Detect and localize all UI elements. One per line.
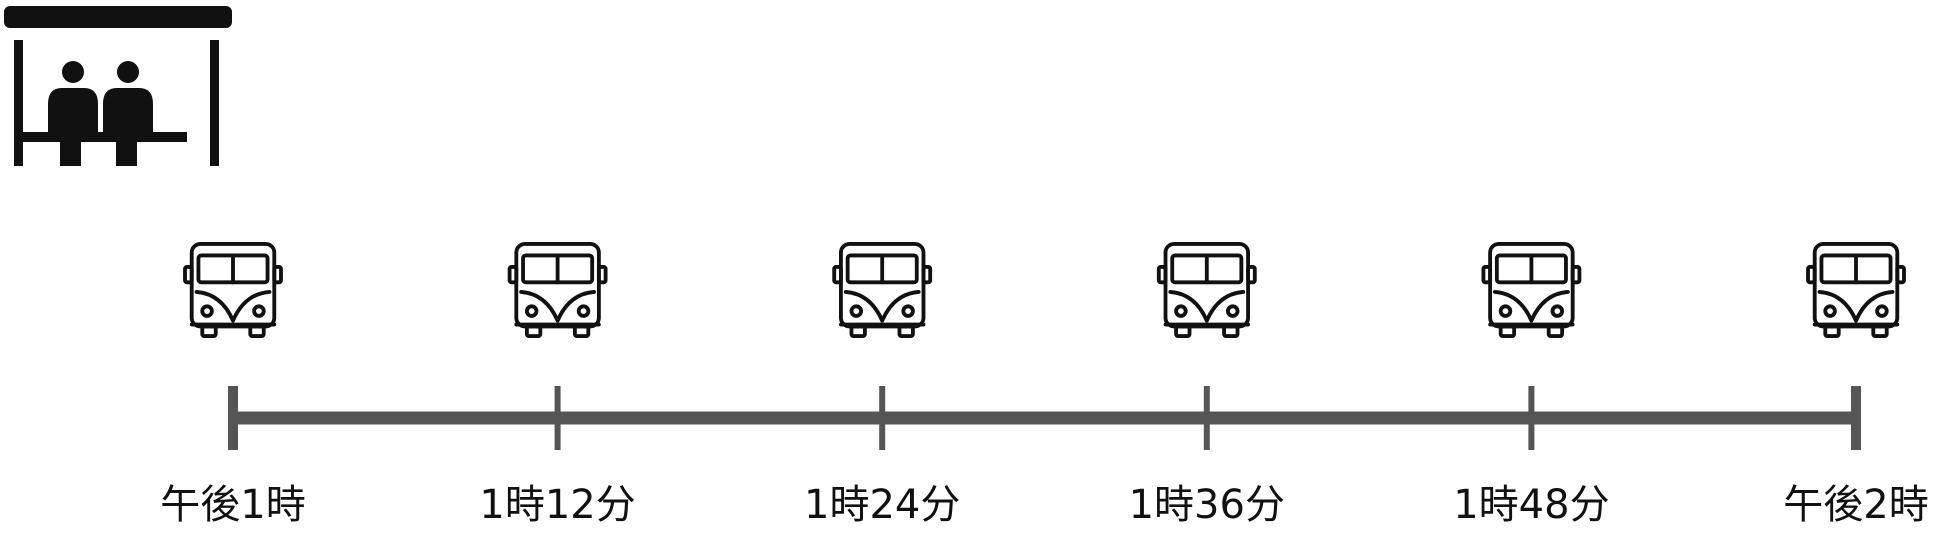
timeline-tick	[1528, 386, 1535, 450]
time-label: 午後2時	[1783, 482, 1928, 528]
time-label: 1時24分	[804, 482, 960, 528]
bus-icon	[1481, 241, 1582, 339]
time-label: 1時12分	[479, 482, 635, 528]
bus-icon	[832, 241, 933, 339]
timeline-tick	[879, 386, 886, 450]
bus-icon	[183, 241, 283, 339]
time-label: 1時48分	[1453, 482, 1609, 528]
bus-icon	[1806, 241, 1906, 339]
bus-icon	[507, 241, 608, 339]
timeline-tick	[1203, 386, 1210, 450]
bus-stop-shelter-icon	[4, 6, 232, 166]
time-label: 1時36分	[1129, 482, 1285, 528]
timeline-tick	[228, 386, 238, 450]
timeline-tick	[554, 386, 561, 450]
timeline-tick	[1851, 386, 1861, 450]
bus-icon	[1156, 241, 1257, 339]
time-label: 午後1時	[160, 482, 305, 528]
